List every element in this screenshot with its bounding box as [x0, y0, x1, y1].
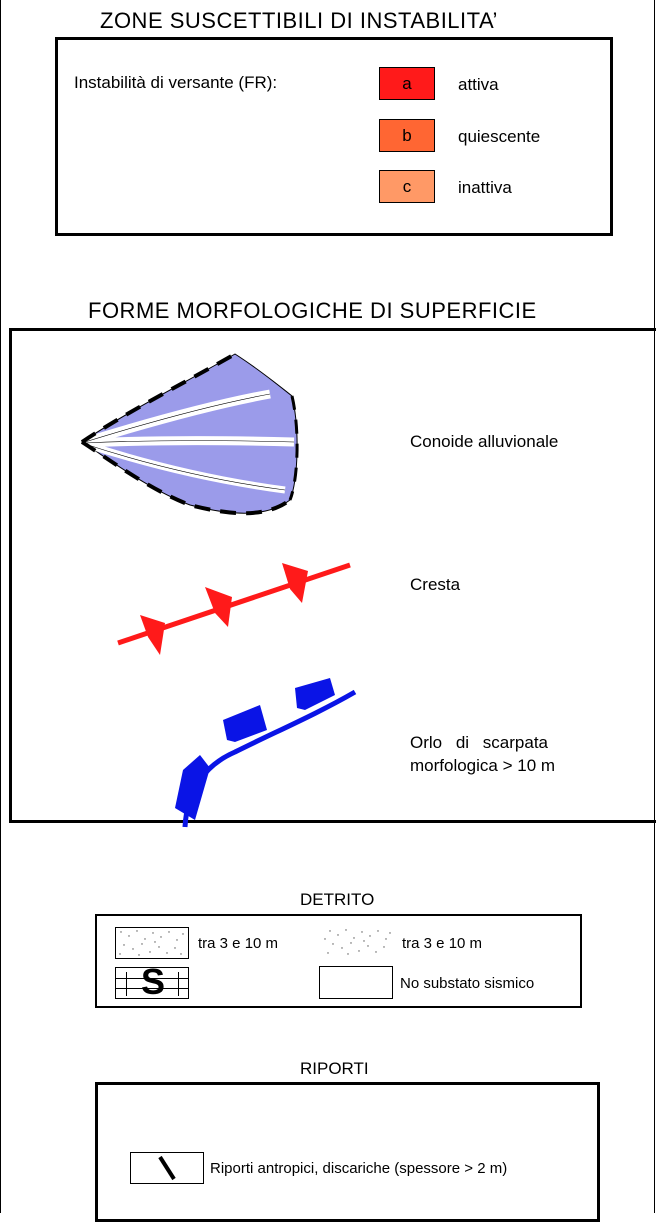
landforms-legend-box — [9, 328, 656, 823]
label-conoide: Conoide alluvionale — [410, 432, 559, 451]
label-quiescente: quiescente — [458, 127, 541, 146]
symbol-hline-bottom — [116, 988, 188, 989]
section-title-instability: ZONE SUSCETTIBILI DI INSTABILITA’ — [100, 8, 498, 33]
detrito-legend-box — [95, 914, 582, 1008]
label-orlo-line2: morfologica > 10 m — [410, 756, 556, 775]
alluvial-fan-icon — [80, 352, 299, 516]
instability-label: Instabilità di versante (FR): — [74, 73, 278, 92]
label-orlo-line1: Orlo di scarpata — [410, 733, 548, 752]
detrito-label-4: No substato sismico — [400, 975, 535, 992]
detrito-label-2: tra 3 e 10 m — [402, 935, 483, 952]
section-title-detrito-visible: DETRITO — [300, 890, 375, 909]
symbol-hline-top — [116, 978, 188, 979]
instability-legend-box — [55, 37, 613, 236]
label-cresta: Cresta — [410, 575, 461, 594]
symbol-vline-2 — [178, 972, 179, 996]
ridge-icon — [117, 562, 351, 655]
no-substrate-swatch — [319, 966, 393, 999]
section-title-riporti: RIPORTI — [300, 1059, 369, 1078]
symbol-vline-1 — [126, 972, 127, 996]
swatch-attiva: a — [379, 67, 435, 100]
swatch-quiescente: b — [379, 119, 435, 152]
page-left-border — [0, 0, 1, 1213]
page-right-border — [654, 0, 655, 1213]
swatch-inattiva: c — [379, 170, 435, 203]
symbol-letter: S — [140, 967, 165, 999]
label-inattiva: inattiva — [458, 178, 512, 197]
scarp-edge-icon — [175, 678, 357, 828]
substrate-symbol-icon: S — [115, 967, 189, 999]
dotted-pattern-icon — [324, 929, 391, 955]
label-attiva: attiva — [458, 75, 499, 94]
detrito-label-1: tra 3 e 10 m — [198, 935, 279, 952]
backslash-symbol-icon — [130, 1152, 204, 1184]
section-title-landforms: FORME MORFOLOGICHE DI SUPERFICIE — [88, 298, 537, 323]
riporti-label: Riporti antropici, discariche (spessore … — [210, 1160, 508, 1177]
dotted-box-icon — [115, 927, 189, 959]
